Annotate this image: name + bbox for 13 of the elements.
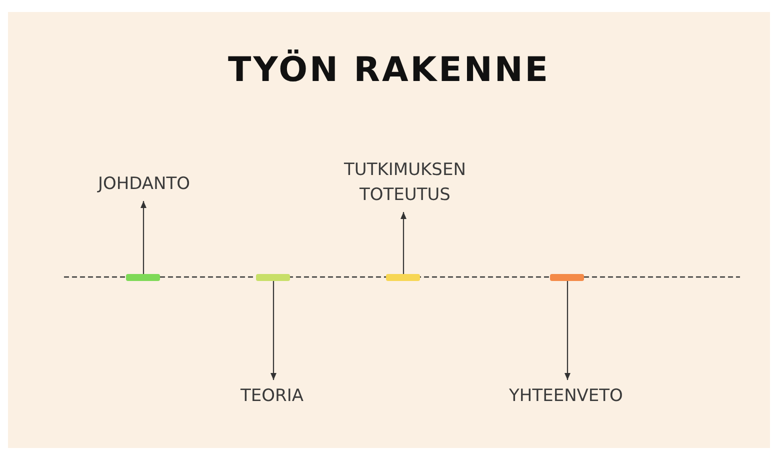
arrow xyxy=(140,201,146,274)
stage-label: TEORIA xyxy=(197,384,347,409)
arrow xyxy=(564,281,570,380)
stage-label: YHTEENVETO xyxy=(491,384,641,409)
arrow xyxy=(270,281,276,380)
timeline-marker xyxy=(386,274,420,281)
arrow xyxy=(400,212,406,274)
timeline-marker xyxy=(126,274,160,281)
title: TYÖN RAKENNE xyxy=(227,50,551,90)
timeline-marker xyxy=(550,274,584,281)
stage-label: TUTKIMUKSEN TOTEUTUS xyxy=(330,158,480,208)
stage-label: JOHDANTO xyxy=(69,172,219,197)
timeline-marker xyxy=(256,274,290,281)
